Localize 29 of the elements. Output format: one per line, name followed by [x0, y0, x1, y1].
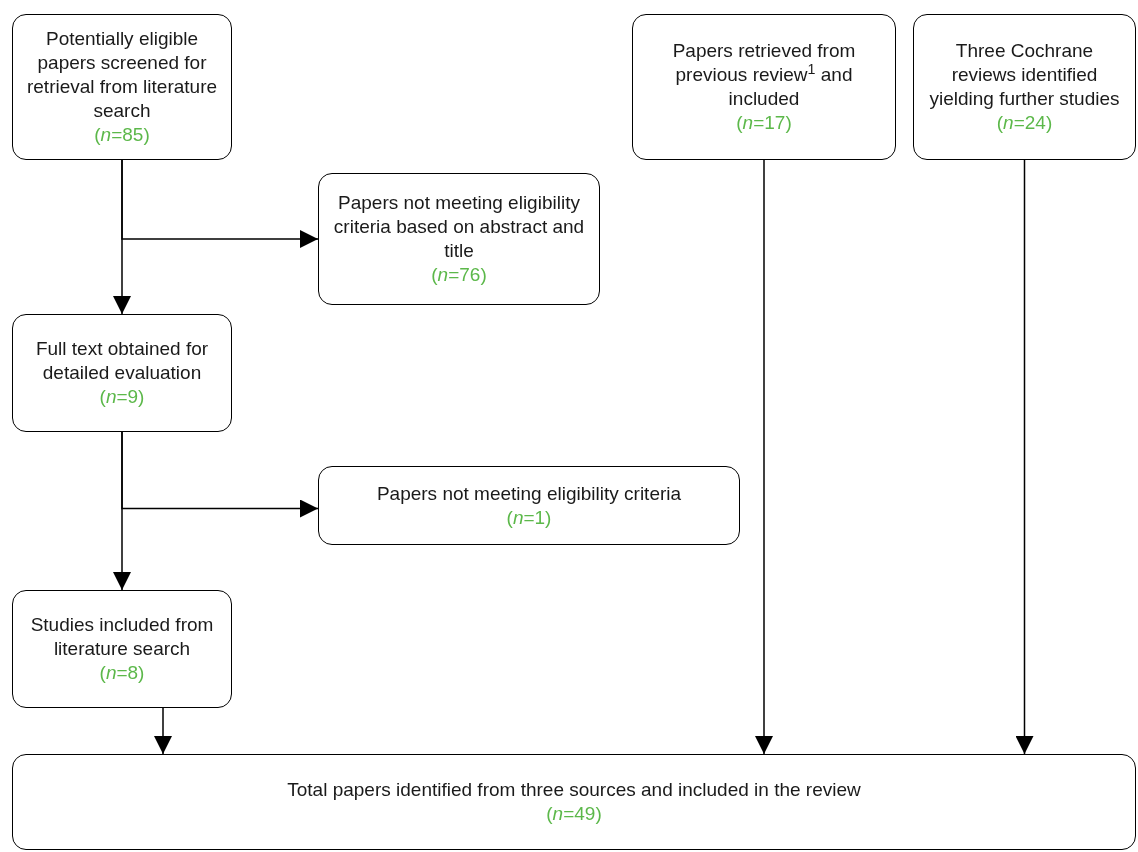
arrow	[1015, 159, 1034, 755]
process-box	[12, 590, 232, 708]
process-box	[12, 314, 232, 432]
box-text: Potentially eligible papers screened for retrieval from literature search	[25, 27, 219, 123]
process-box	[632, 14, 896, 160]
box-text: Studies included from literature search	[29, 613, 215, 661]
arrow	[121, 159, 319, 248]
process-box	[318, 173, 600, 305]
box-text: Papers not meeting eligibility criteria based on abstract and title	[332, 191, 586, 263]
count-text: (n=85)	[94, 123, 150, 147]
arrow	[755, 159, 773, 755]
box-text: Full text obtained for detailed evaluation	[34, 337, 210, 385]
count-text: (n=24)	[996, 111, 1053, 135]
process-box	[318, 466, 740, 545]
count-text: (n=76)	[431, 263, 487, 287]
box-text: Papers retrieved from previous review$^{1}$ and included	[671, 39, 857, 111]
arrow	[121, 431, 319, 518]
arrow	[154, 707, 172, 755]
box-text: Papers not meeting eligibility criteria	[376, 481, 682, 506]
count-text: (n=9)	[99, 385, 145, 409]
box-text: Total papers identified from three sources and included in the review	[287, 778, 861, 802]
count-text: (n=8)	[99, 661, 145, 685]
count-text: (n=49)	[546, 802, 602, 826]
count-text: (n=1)	[506, 505, 552, 530]
count-text: (n=17)	[736, 111, 792, 135]
process-box	[913, 14, 1136, 160]
process-box	[12, 14, 232, 160]
box-text: Three Cochrane reviews identified yielding further studies	[928, 39, 1121, 111]
process-box	[12, 754, 1136, 850]
